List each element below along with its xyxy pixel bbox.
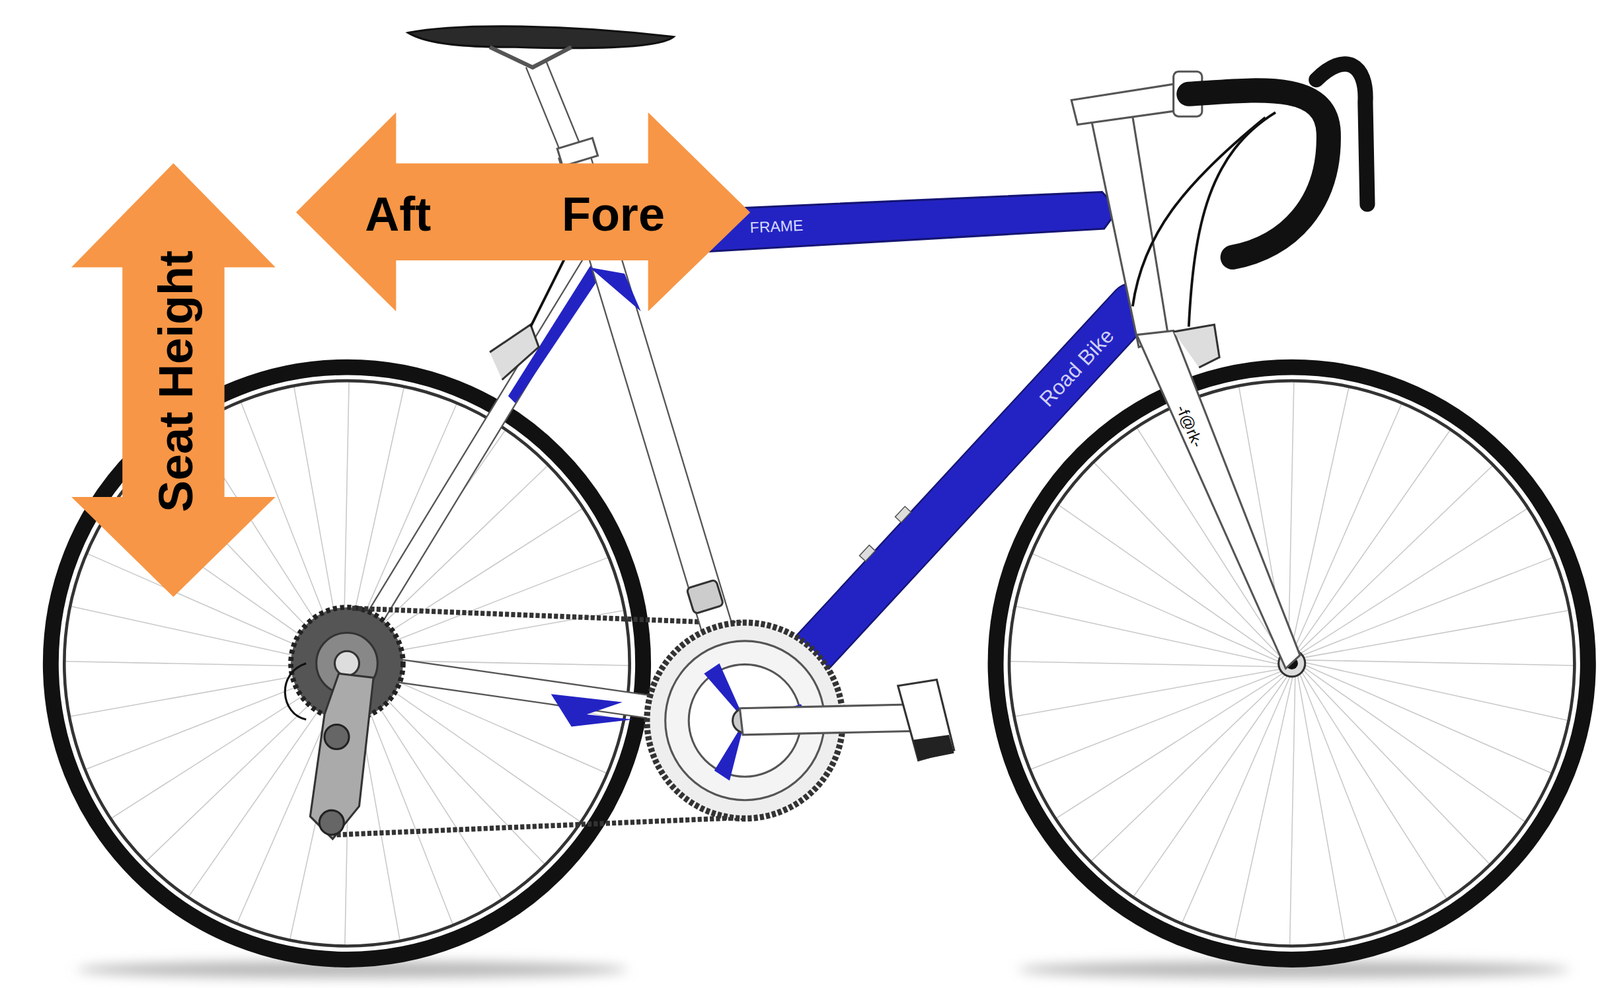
wheel-spokes-part <box>1294 430 1450 654</box>
dimension-label: Seat Height <box>152 250 200 513</box>
direction-label: Aft <box>364 190 431 238</box>
arrow-shape <box>296 112 751 312</box>
wheel-spokes-part <box>1298 670 1398 924</box>
down-tube-part <box>895 506 912 523</box>
chainring-and-crank-part <box>739 704 929 735</box>
frame-decal: Road Bike <box>1035 324 1118 411</box>
cassette-and-chain-part <box>352 608 745 624</box>
brakes-part <box>1173 324 1220 368</box>
wheel-spokes-part <box>1299 669 1447 899</box>
head-tube-and-fork <box>1071 71 1300 669</box>
brakes <box>489 255 1220 380</box>
wheel-spokes-part <box>1301 664 1552 774</box>
rear-stays-part <box>551 693 634 727</box>
wheel-spokes-part <box>1015 606 1282 665</box>
rear-derailleur <box>284 663 374 840</box>
seat-tube-part <box>686 579 724 614</box>
wheel-spokes-part <box>1297 508 1528 656</box>
wheel-spokes-part <box>1297 672 1345 940</box>
seat-height-arrow: Seat Height <box>71 163 276 597</box>
chainring-and-crank-part <box>898 680 955 761</box>
brakes-part <box>530 255 567 327</box>
seat-tube <box>535 63 746 721</box>
saddle-part <box>408 26 674 49</box>
seat-tube-part <box>557 138 598 167</box>
rear-derailleur-part <box>284 663 306 720</box>
seat-tube-part <box>589 267 641 312</box>
direction-label: Fore <box>561 190 665 238</box>
wheel-spokes-part <box>1010 661 1283 667</box>
fork-decal: -f@rk- <box>1173 403 1207 451</box>
rear-derailleur-part <box>319 810 344 835</box>
chainring-and-crank-part <box>913 734 955 761</box>
arrow-outline <box>296 112 751 312</box>
rear-stays-part <box>350 245 603 659</box>
wheel-spokes-part <box>1290 672 1296 946</box>
head-tube-and-fork-part <box>1089 104 1169 347</box>
handlebar <box>1132 64 1368 327</box>
chainring-and-crank <box>647 622 955 819</box>
wheel-spokes-part <box>1300 610 1569 659</box>
saddle-part <box>489 46 572 68</box>
fore-aft-arrow: Aft Fore <box>296 112 751 312</box>
rear-derailleur-part <box>309 673 374 839</box>
down-tube-part <box>859 545 876 562</box>
head-tube-and-fork-part <box>1136 330 1300 669</box>
wheel-spokes <box>65 381 1574 946</box>
brakes-part <box>489 324 539 380</box>
cassette-and-chain-part <box>334 650 359 676</box>
wheel-spokes-part <box>1299 557 1553 657</box>
wheel-spokes-part <box>1295 465 1493 655</box>
wheel-spokes-part <box>1301 660 1574 666</box>
wheel-spokes-part <box>1235 673 1294 940</box>
arrow-shape <box>71 163 276 597</box>
rear-derailleur-part <box>324 724 349 749</box>
cassette-and-chain-part <box>337 817 746 835</box>
wheel-spokes-part <box>1030 670 1285 770</box>
wheel-spokes-part <box>1056 671 1287 819</box>
wheel-spokes-part <box>1015 668 1283 717</box>
wheel-spokes-part <box>1182 673 1292 923</box>
wheel-spokes-part <box>1290 387 1349 653</box>
wheel-spokes-part <box>1292 403 1402 653</box>
wheel-spokes-part <box>1301 662 1568 721</box>
rear-stays-part <box>350 245 603 659</box>
handlebar-part <box>1188 90 1330 258</box>
wheel-spokes-part <box>1301 666 1526 823</box>
handlebar-part <box>1316 64 1368 205</box>
saddle <box>408 26 674 68</box>
wheel-spokes-part <box>1133 673 1290 897</box>
frame-decal: FRAME <box>749 218 803 236</box>
wheel-spokes-part <box>1091 672 1288 862</box>
wheel-spokes-part <box>1288 381 1295 655</box>
handlebar-part <box>1132 117 1266 307</box>
